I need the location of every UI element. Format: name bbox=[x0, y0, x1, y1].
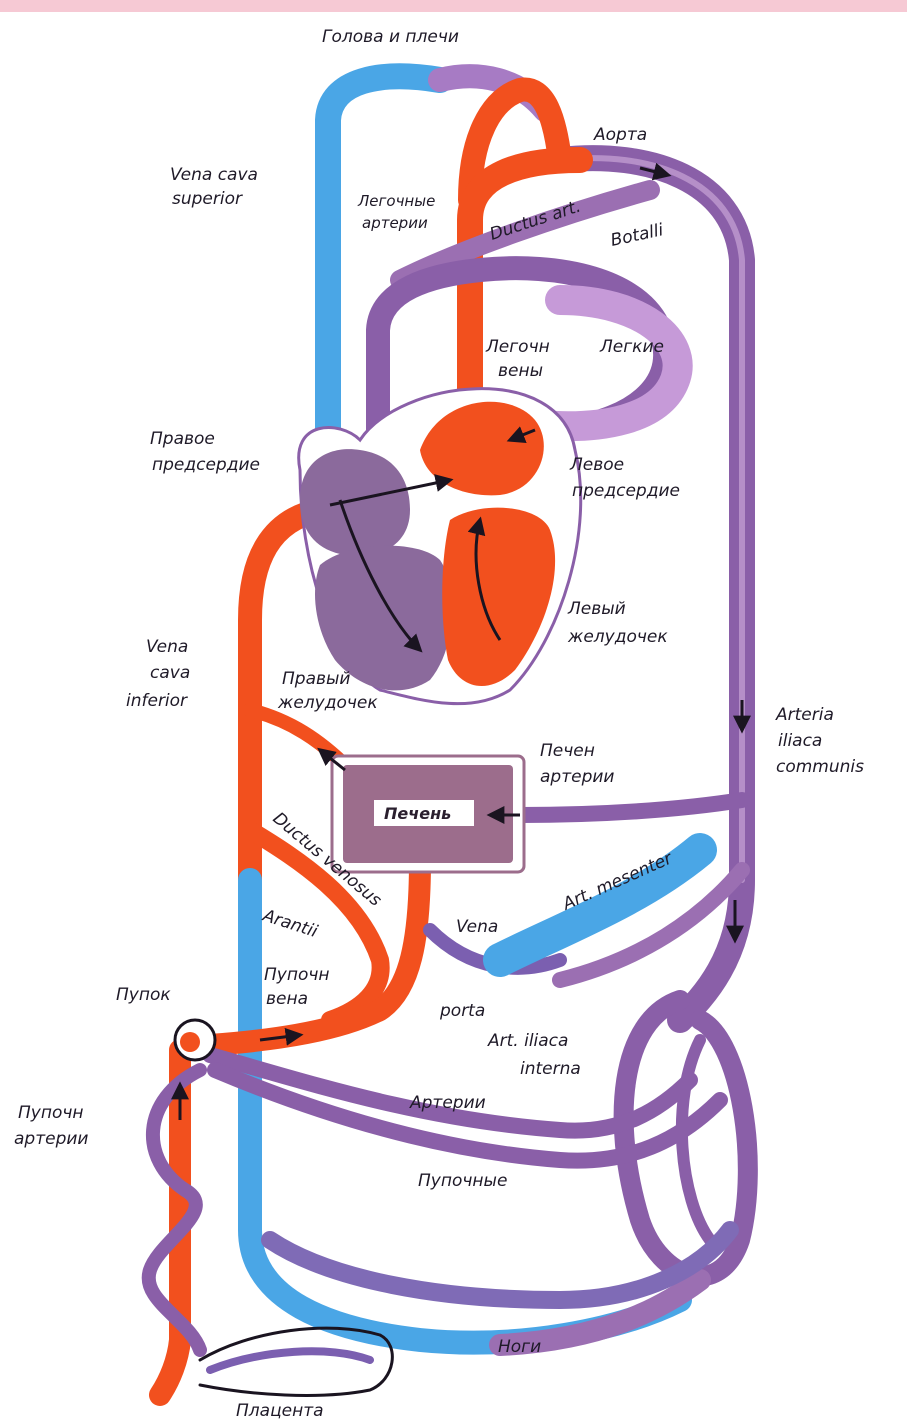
label-umbilical-vein-1: Пупочн bbox=[264, 965, 330, 985]
label-vena-cava-superior-2: superior bbox=[172, 189, 243, 209]
left-ventricle-shape bbox=[442, 508, 555, 686]
label-right-ventricle-2: желудочек bbox=[277, 693, 378, 713]
label-umbilical-arteries-1: Пупочн bbox=[18, 1103, 84, 1123]
hepatic-artery bbox=[520, 800, 742, 815]
label-arteria-iliaca-3: communis bbox=[776, 757, 864, 777]
label-pulmonary-veins-2: вены bbox=[498, 361, 543, 381]
leg-vessels-inner bbox=[682, 1040, 710, 1240]
label-umbilical: Пупочные bbox=[418, 1171, 507, 1191]
label-lungs: Легкие bbox=[599, 337, 664, 357]
label-pulmonary-veins-1: Легочн bbox=[485, 337, 550, 357]
label-left-atrium-2: предсердие bbox=[572, 481, 680, 501]
label-right-atrium-2: предсердие bbox=[152, 455, 260, 475]
label-vena-cava-superior-1: Vena cava bbox=[170, 165, 258, 185]
heart bbox=[299, 389, 581, 704]
label-left-ventricle-2: желудочек bbox=[567, 627, 668, 647]
label-liver: Печень bbox=[384, 804, 451, 823]
label-umbilical-arteries-2: артерии bbox=[14, 1129, 88, 1149]
label-left-ventricle-1: Левый bbox=[567, 599, 626, 619]
label-legs: Ноги bbox=[498, 1337, 541, 1357]
label-placenta: Плацента bbox=[236, 1401, 324, 1421]
label-art-iliaca-interna-1: Art. iliaca bbox=[487, 1031, 568, 1051]
label-porta: porta bbox=[439, 1001, 485, 1021]
navel bbox=[175, 1020, 215, 1060]
label-right-ventricle-1: Правый bbox=[282, 669, 350, 689]
label-vena-cava-inferior-2: cava bbox=[150, 663, 190, 683]
label-hepatic-artery-2: артерии bbox=[540, 767, 614, 787]
label-vena-cava-inferior-1: Vena bbox=[146, 637, 188, 657]
label-navel: Пупок bbox=[116, 985, 171, 1005]
label-aorta: Аорта bbox=[593, 125, 647, 145]
label-arteria-iliaca-2: iliaca bbox=[778, 731, 822, 751]
label-vena-cava-inferior-3: inferior bbox=[126, 691, 188, 711]
label-head-shoulders: Голова и плечи bbox=[322, 27, 459, 47]
label-pulmonary-arteries-2: артерии bbox=[362, 214, 428, 232]
label-pulmonary-arteries-1: Легочные bbox=[357, 192, 435, 210]
label-vena: Vena bbox=[456, 917, 498, 937]
label-arantii: Arantii bbox=[260, 905, 321, 942]
label-arteries: Артерии bbox=[409, 1093, 486, 1113]
label-umbilical-vein-2: вена bbox=[266, 989, 308, 1009]
navel-inner bbox=[180, 1032, 200, 1052]
label-art-iliaca-interna-2: interna bbox=[520, 1059, 581, 1079]
label-arteria-iliaca-1: Arteria bbox=[775, 705, 834, 725]
placenta-vessels bbox=[210, 1351, 370, 1370]
vessels bbox=[149, 76, 748, 1395]
label-hepatic-artery-1: Печен bbox=[540, 741, 595, 761]
label-left-atrium-1: Левое bbox=[569, 455, 624, 475]
label-botalli: Botalli bbox=[609, 220, 666, 251]
label-right-atrium-1: Правое bbox=[150, 429, 215, 449]
